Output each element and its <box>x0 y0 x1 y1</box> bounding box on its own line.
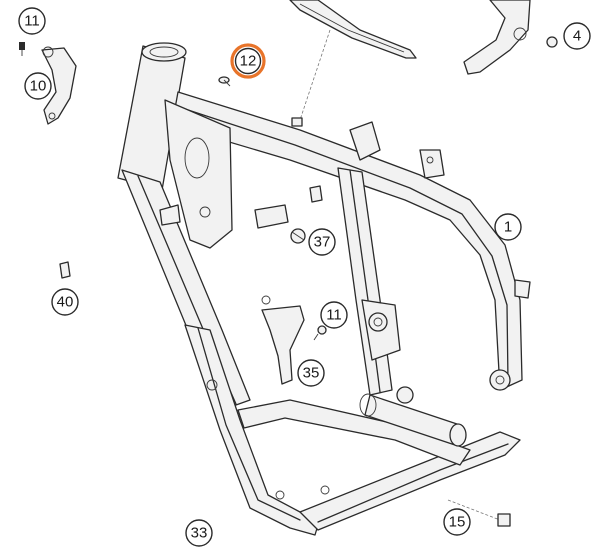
callout-33[interactable]: 33 <box>185 519 213 547</box>
screw-part-11 <box>19 42 25 56</box>
callout-label: 11 <box>326 307 342 324</box>
bracket-part-35 <box>261 295 305 385</box>
bolt-part-15 <box>447 499 511 527</box>
callout-1[interactable]: 1 <box>494 213 522 241</box>
callout-12[interactable]: 12 <box>234 47 262 75</box>
callout-label: 11 <box>24 13 40 30</box>
callout-label: 33 <box>191 525 208 542</box>
callout-10[interactable]: 10 <box>24 72 52 100</box>
callout-11-middle[interactable]: 11 <box>320 301 348 329</box>
bracket-part-10 <box>41 46 77 125</box>
callout-label: 15 <box>449 514 466 531</box>
callout-37[interactable]: 37 <box>308 228 336 256</box>
callout-label: 40 <box>57 294 74 311</box>
clip-part-37 <box>290 185 323 244</box>
callout-label: 10 <box>30 78 47 95</box>
callout-15[interactable]: 15 <box>443 508 471 536</box>
callout-label: 1 <box>504 219 512 236</box>
callout-label: 12 <box>240 53 257 70</box>
bolt-part-12 <box>218 76 231 87</box>
callout-35[interactable]: 35 <box>297 359 325 387</box>
subframe-part-4 <box>463 0 558 75</box>
callout-label: 35 <box>303 365 320 382</box>
highlight-ring <box>230 43 266 79</box>
callout-40[interactable]: 40 <box>51 288 79 316</box>
callout-label: 4 <box>573 28 581 45</box>
callout-label: 37 <box>314 234 331 251</box>
callout-11-top[interactable]: 11 <box>18 7 46 35</box>
callout-4[interactable]: 4 <box>563 22 591 50</box>
motorcycle-frame <box>117 42 531 536</box>
clip-part-40 <box>59 261 71 279</box>
screw-part-11-middle <box>313 325 327 341</box>
cable-part-top <box>289 0 417 127</box>
